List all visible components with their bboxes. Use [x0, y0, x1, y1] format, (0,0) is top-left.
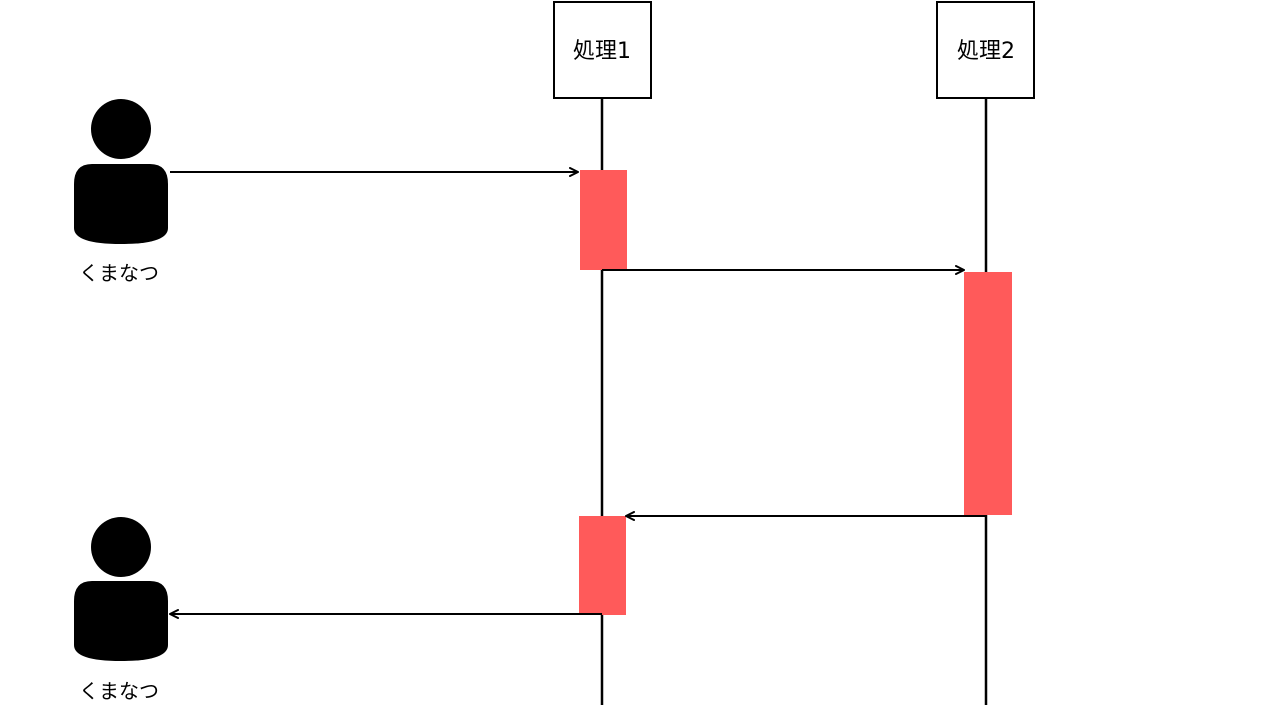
participant-box: [553, 1, 652, 99]
participant-label: 処理2: [957, 39, 1015, 64]
person-icon: [74, 99, 168, 244]
activation-bar-p1-second: [579, 516, 626, 615]
participant-label: 処理1: [573, 39, 631, 64]
actor-label: くまなつ: [79, 261, 159, 285]
activation-bar-p2: [964, 272, 1012, 515]
participant-p2: 処理2: [936, 1, 1035, 99]
activation-bar-p1-first: [580, 170, 627, 270]
participant-box: [936, 1, 1035, 99]
actor-bottom: くまなつ: [74, 517, 168, 703]
actor-label: くまなつ: [79, 679, 159, 703]
actor-top: くまなつ: [74, 99, 168, 285]
participant-p1: 処理1: [553, 1, 652, 99]
person-icon: [74, 517, 168, 661]
